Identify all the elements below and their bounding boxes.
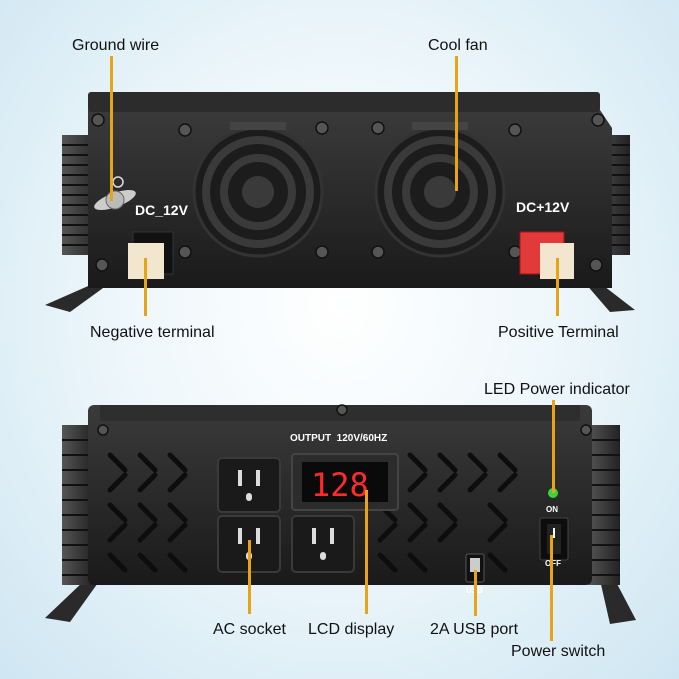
- lcd-display: 128: [291, 453, 399, 511]
- label-negative-terminal: Negative terminal: [90, 324, 215, 341]
- lcd-value: 128: [311, 466, 369, 504]
- callout-positive-terminal: [556, 258, 559, 316]
- callout-ground-wire: [110, 56, 113, 201]
- callout-ac-socket: [248, 540, 251, 614]
- label-ground-wire: Ground wire: [72, 37, 160, 54]
- label-cool-fan: Cool fan: [428, 37, 488, 54]
- callout-negative-terminal: [144, 258, 147, 316]
- callout-power-switch: [550, 535, 553, 641]
- ac-socket-top-left: [217, 457, 281, 513]
- label-ac-socket: AC socket: [213, 621, 286, 638]
- dc-side-view: DC_12V DC+12V: [45, 92, 635, 312]
- vent-slots: [107, 452, 518, 573]
- label-positive-terminal: Positive Terminal: [498, 324, 619, 341]
- screws-bottom: [97, 404, 592, 436]
- label-lcd-display: LCD display: [308, 621, 395, 638]
- fan-left: [192, 122, 324, 258]
- led-indicator: [548, 488, 558, 498]
- callout-led: [552, 400, 555, 493]
- right-fins-bottom: [588, 425, 620, 585]
- dc-positive-label: DC+12V: [516, 199, 570, 215]
- right-foot-bottom: [600, 580, 636, 624]
- power-switch[interactable]: [539, 517, 569, 561]
- right-foot: [585, 283, 635, 312]
- fan-right: [374, 122, 506, 258]
- label-led-power-indicator: LED Power indicator: [484, 381, 630, 398]
- label-usb-port: 2A USB port: [430, 621, 519, 638]
- top-lid: [88, 92, 600, 112]
- screws: [91, 113, 605, 272]
- left-foot: [45, 283, 110, 312]
- callout-lcd: [365, 490, 368, 614]
- left-foot-bottom: [45, 580, 100, 622]
- callout-usb: [474, 570, 477, 616]
- led-on-label: ON: [546, 505, 558, 514]
- dc-negative-label: DC_12V: [135, 202, 189, 218]
- negative-terminal: [128, 231, 174, 279]
- ac-side-view: OUTPUT 120V/60HZ 128 USB: [45, 404, 636, 624]
- switch-off-label: OFF: [545, 559, 561, 568]
- output-rating-label: OUTPUT 120V/60HZ: [290, 433, 387, 444]
- label-power-switch: Power switch: [511, 643, 606, 660]
- ac-socket-bottom-right: [291, 515, 355, 573]
- callout-cool-fan: [455, 56, 458, 191]
